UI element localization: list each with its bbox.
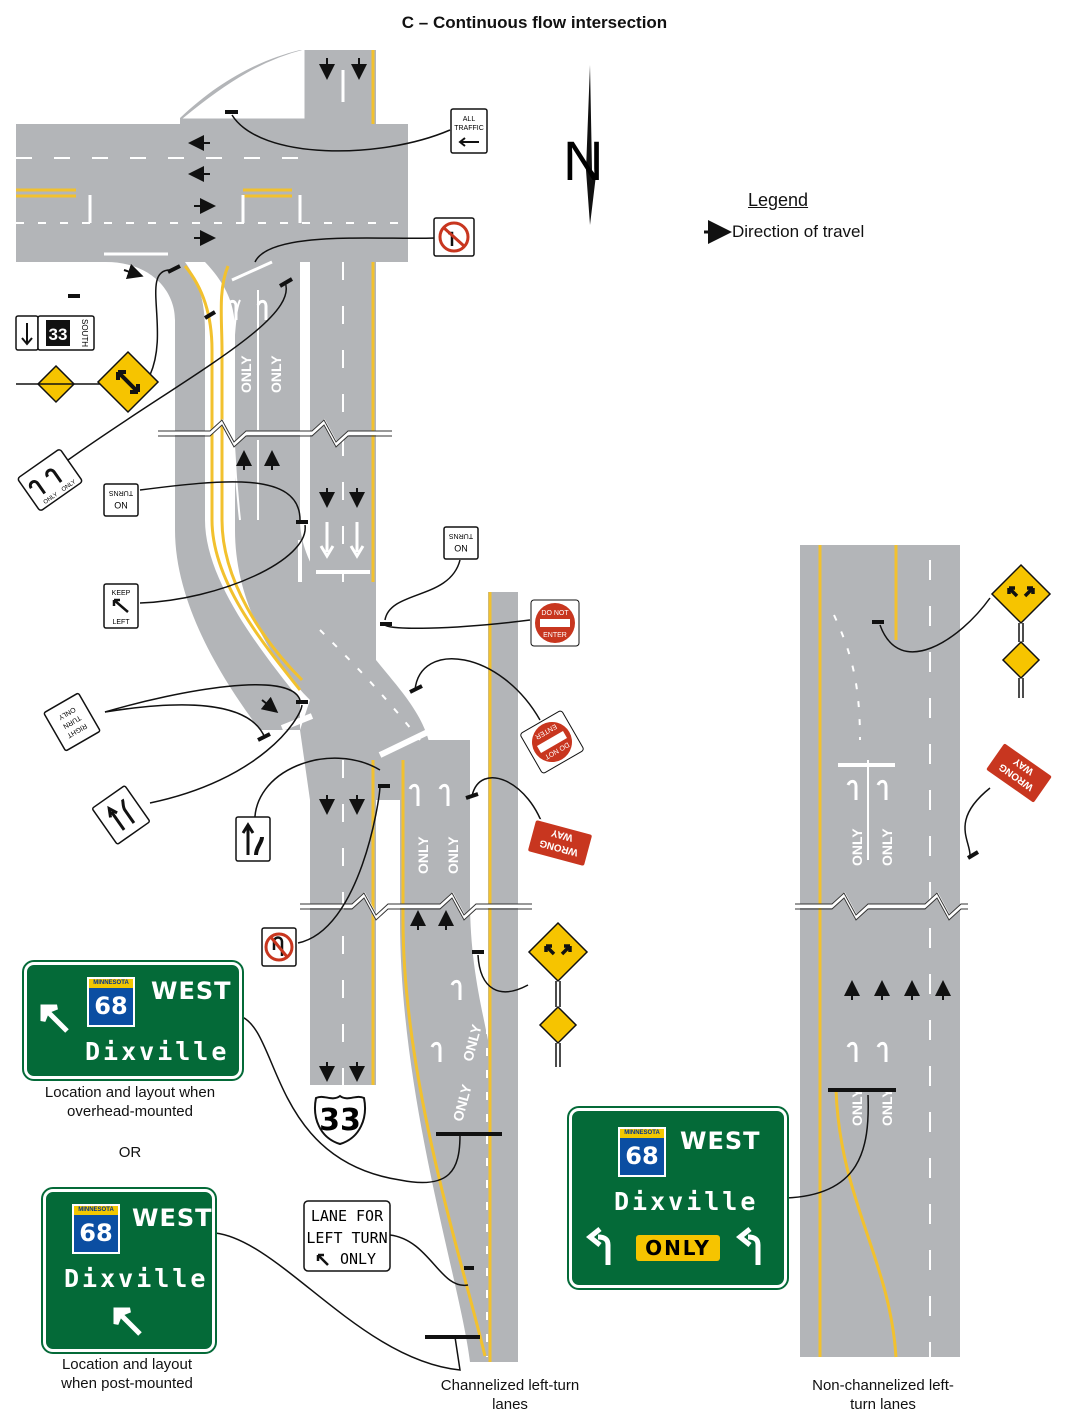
- mn-state-label-post: MINNESOTA: [74, 1206, 118, 1215]
- no-turns-2-line2: TURNS: [449, 532, 473, 539]
- travel-arrows: [123, 58, 951, 1082]
- caption-overhead: Location and layout when overhead-mounte…: [44, 1084, 216, 1120]
- dne-1-line1: DO NOT: [541, 610, 569, 617]
- lane-for-left-line3: ONLY: [340, 1250, 376, 1268]
- guide-direction: WEST: [151, 977, 232, 1005]
- islands: [182, 49, 305, 119]
- keep-left-line2: LEFT: [112, 619, 130, 626]
- mn-route-number: 68: [89, 988, 133, 1025]
- divided-warning-sign-1: [527, 921, 589, 1067]
- legend-title: Legend: [748, 190, 809, 210]
- leader-lines: [67, 114, 991, 1371]
- lane-drop-sign: [235, 816, 271, 862]
- dne-1-line2: ENTER: [543, 632, 567, 639]
- do-not-enter-sign-2: DO NOT ENTER: [520, 710, 584, 774]
- pavement-turn-arrows: [226, 299, 888, 1062]
- double-arrow-warning-sign: [96, 350, 160, 414]
- lane-for-left-line2: LEFT TURN: [306, 1229, 387, 1247]
- break-lines-outline: [158, 419, 968, 921]
- do-not-enter-sign-1: DO NOT ENTER: [530, 599, 580, 647]
- mn68-shield-post: MINNESOTA 68: [72, 1204, 120, 1254]
- mn-state-label-nc: MINNESOTA: [620, 1129, 664, 1138]
- mn-route-number-post: 68: [74, 1215, 118, 1252]
- divided-warning-sign-2: [990, 563, 1052, 698]
- page-title: C – Continuous flow intersection: [401, 13, 668, 32]
- guide-city-nc: Dixville: [614, 1187, 759, 1216]
- caption-non-channelized: Non-channelized left-turn lanes: [812, 1377, 954, 1413]
- no-turns-1-line1: NO: [114, 500, 128, 510]
- up-left-arrow-icon: [40, 1004, 69, 1033]
- sign-all-traffic: ALL TRAFFIC: [450, 108, 488, 154]
- us33-route-shield: 33: [314, 1094, 366, 1146]
- north-arrow-icon: N: [563, 65, 603, 225]
- wrong-way-sign-1: WRONG WAY: [526, 818, 594, 868]
- no-turns-sign-2: NO TURNS: [443, 526, 479, 560]
- guide-city-post: Dixville: [64, 1264, 209, 1293]
- keep-left-sign: KEEP LEFT: [103, 583, 139, 629]
- guide-direction-post: WEST: [132, 1204, 213, 1232]
- yellow-lines: [16, 50, 898, 1362]
- dual-left-only-sign: ONLY ONLY: [17, 449, 83, 511]
- no-turns-1-line2: TURNS: [109, 489, 133, 496]
- mn-route-number-nc: 68: [620, 1138, 664, 1175]
- pavement-only-5: ONLY: [849, 828, 865, 866]
- up-left-arrow-icon-post: [113, 1307, 142, 1336]
- lane-split-sign: [92, 785, 150, 845]
- mn68-shield: MINNESOTA 68: [87, 977, 135, 1027]
- caption-or: OR: [118, 1144, 142, 1161]
- pavement-only-7: ONLY: [849, 1088, 865, 1126]
- legend-item-text: Direction of travel: [732, 222, 865, 241]
- left-turn-arrow-icon-1: [586, 1227, 611, 1265]
- north-label: N: [563, 129, 603, 192]
- lane-for-left-line1: LANE FOR: [311, 1207, 384, 1225]
- wrong-way-sign-2: WRONG WAY: [984, 742, 1054, 804]
- left-turn-arrow-icon-2: [736, 1227, 761, 1265]
- break-lines: [158, 418, 968, 921]
- all-traffic-line1: ALL: [463, 116, 476, 123]
- lane-for-left-turn-sign: LANE FOR LEFT TURN ONLY: [303, 1200, 391, 1272]
- us33-route: 33: [49, 325, 68, 344]
- keep-left-line1: KEEP: [112, 590, 131, 597]
- mn68-shield-nc: MINNESOTA 68: [618, 1127, 666, 1177]
- mn-state-label: MINNESOTA: [89, 979, 133, 988]
- pavement-only-2: ONLY: [268, 355, 284, 393]
- caption-post: Location and layout when post-mounted: [61, 1356, 193, 1392]
- guide-sign-overhead: MINNESOTA 68 WEST Dixville: [22, 960, 244, 1081]
- legend-item: Direction of travel: [704, 222, 864, 242]
- pavement-only-6: ONLY: [879, 828, 895, 866]
- guide-direction-nc: WEST: [680, 1127, 761, 1155]
- no-turns-2-line1: NO: [454, 543, 468, 553]
- all-traffic-line2: TRAFFIC: [454, 125, 484, 132]
- guide-sign-nonchannelized: MINNESOTA 68 WEST Dixville ONLY: [567, 1106, 789, 1290]
- no-u-turn-sign: [261, 927, 297, 967]
- us33-shield-number: 33: [319, 1103, 361, 1138]
- sign-mounts: [68, 110, 980, 1339]
- right-turn-only-sign: RIGHT TURN ONLY: [43, 692, 101, 752]
- pavement-only-3: ONLY: [415, 836, 431, 874]
- us33-south-assembly: 33 SOUTH: [15, 315, 95, 351]
- pavement-only-4: ONLY: [445, 836, 461, 874]
- pavement-only-1: ONLY: [238, 355, 254, 393]
- no-turns-sign-1: NO TURNS: [103, 483, 139, 517]
- caption-channelized: Channelized left-turn lanes: [440, 1377, 580, 1413]
- guide-sign-post: MINNESOTA 68 WEST Dixville: [41, 1187, 217, 1354]
- only-plate: ONLY: [636, 1235, 720, 1261]
- us33-cardinal: SOUTH: [80, 319, 89, 347]
- lane-lines: [16, 70, 931, 1357]
- guide-city: Dixville: [85, 1037, 230, 1066]
- pavement-only-8: ONLY: [879, 1088, 895, 1126]
- no-left-turn-sign: [433, 217, 475, 257]
